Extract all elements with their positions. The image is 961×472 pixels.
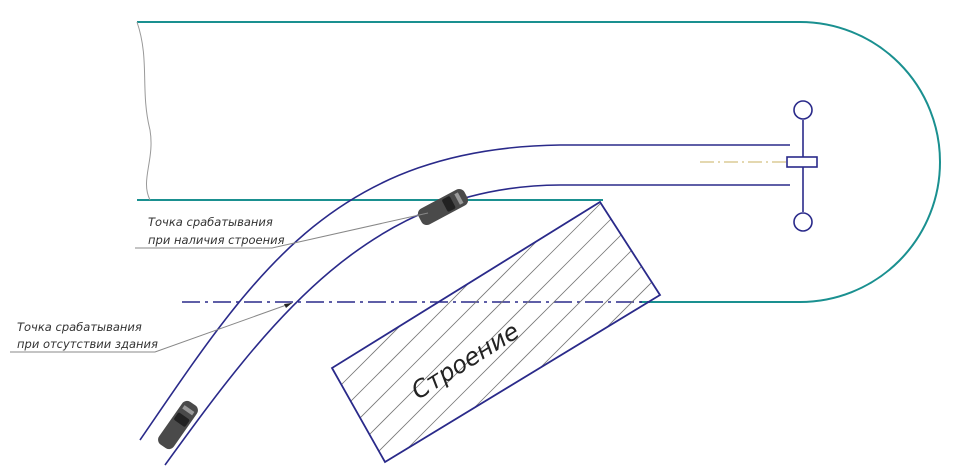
hatch-line — [906, 190, 961, 470]
car-icon — [417, 188, 469, 226]
hatch-line — [854, 190, 961, 470]
car-icon — [158, 400, 198, 450]
hatch-line — [489, 202, 660, 462]
road — [139, 144, 790, 466]
trigger-with-building-label-1: Точка срабатывания — [148, 215, 273, 229]
break-line — [136, 21, 152, 201]
hatch-line — [567, 202, 660, 462]
building: Строение — [330, 190, 961, 470]
leader-line — [135, 212, 429, 249]
trigger-with-building-label-2: при наличия строения — [148, 233, 285, 247]
hatch-line — [802, 190, 961, 470]
hatch-line — [593, 202, 660, 462]
hatch-line — [776, 190, 961, 470]
arrow-icon — [284, 303, 292, 308]
hatch-line — [333, 202, 615, 462]
trigger-without-building-label-1: Точка срабатывания — [17, 320, 142, 334]
hatch-line — [332, 202, 589, 462]
hatch-line — [724, 190, 961, 470]
trigger-without-building-label-2: при отсутствии здания — [17, 337, 158, 351]
hatch-line — [750, 190, 961, 470]
building-label: Строение — [406, 317, 524, 405]
road-outer-edge — [139, 144, 790, 441]
hatch-line — [332, 202, 563, 462]
hatch-line — [332, 202, 381, 462]
hatch-line — [828, 190, 961, 470]
hatch-line — [437, 202, 660, 462]
barrier — [786, 100, 818, 232]
hatch-line — [672, 190, 952, 470]
hatch-line — [541, 202, 660, 462]
hatch-line — [359, 202, 641, 462]
road-inner-edge — [164, 184, 790, 466]
hatch-line — [932, 190, 961, 470]
hatch-line — [332, 202, 511, 462]
area-boundary — [137, 21, 941, 303]
hatch-line — [515, 202, 660, 462]
leader-line — [10, 302, 293, 353]
hatch-line — [385, 202, 660, 462]
hatch-line — [619, 202, 660, 462]
hatch-line — [332, 202, 433, 462]
hatch-line — [645, 202, 660, 462]
hatch-line — [332, 202, 459, 462]
